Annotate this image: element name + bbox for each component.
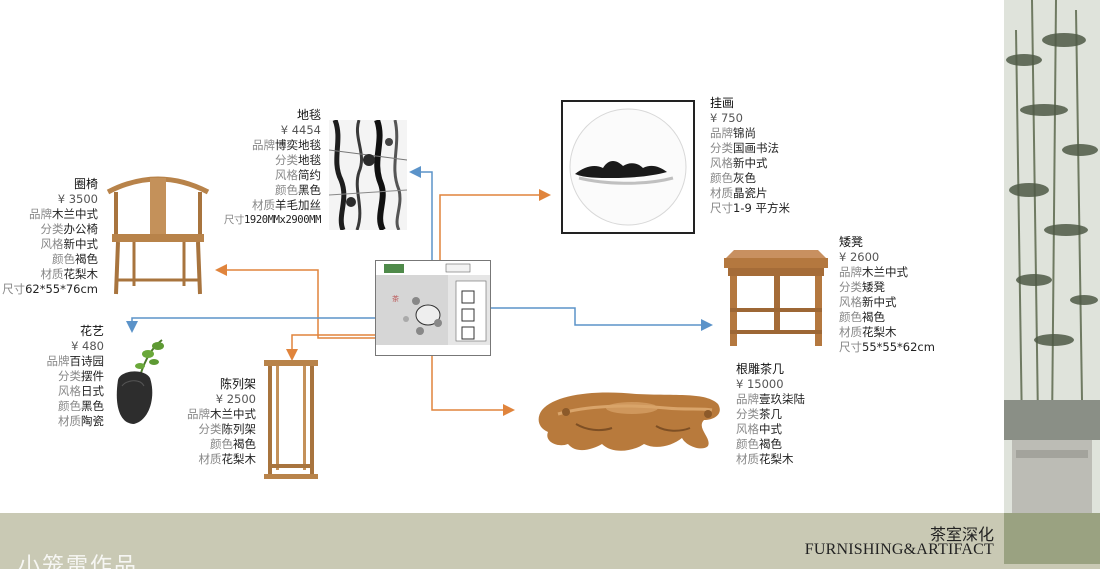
plant-spec: 花艺 ¥ 480 品牌百诗园 分类摆件 风格日式 颜色黑色 材质陶瓷 xyxy=(0,324,105,429)
chair-line: 颜色褐色 xyxy=(52,252,98,266)
footer-subtitle: FURNISHING&ARTIFACT xyxy=(804,541,994,558)
bamboo-garden-photo xyxy=(1004,0,1100,569)
chair-line: 尺寸62*55*76cm xyxy=(2,282,98,296)
rug-line: 颜色黑色 xyxy=(275,183,321,197)
stool-line: 分类矮凳 xyxy=(839,280,885,294)
stool-line: 风格新中式 xyxy=(839,295,897,309)
armchair-image xyxy=(104,170,212,300)
painting-line: 风格新中式 xyxy=(710,156,768,170)
stool-line: 品牌木兰中式 xyxy=(839,265,908,279)
painting-line: 颜色灰色 xyxy=(710,171,756,185)
chair-spec: 圈椅 ¥ 3500 品牌木兰中式 分类办公椅 风格新中式 颜色褐色 材质花梨木 … xyxy=(0,177,98,297)
plant-line: 分类摆件 xyxy=(58,369,104,383)
display-shelf-image xyxy=(262,360,320,484)
rug-price: ¥ 4454 xyxy=(280,123,321,137)
stool-line: 材质花梨木 xyxy=(839,325,897,339)
roottable-line: 风格中式 xyxy=(736,422,782,436)
connector-plant xyxy=(126,317,410,333)
shelf-line: 颜色褐色 xyxy=(210,437,256,451)
roottable-line: 颜色褐色 xyxy=(736,437,782,451)
roottable-spec: 根雕茶几 ¥ 15000 品牌壹玖柒陆 分类茶几 风格中式 颜色褐色 材质花梨木 xyxy=(736,362,805,467)
plant-line: 风格日式 xyxy=(58,384,104,398)
shelf-spec: 陈列架 ¥ 2500 品牌木兰中式 分类陈列架 颜色褐色 材质花梨木 xyxy=(150,377,256,467)
stool-line: 颜色褐色 xyxy=(839,310,885,324)
shelf-title: 陈列架 xyxy=(219,377,256,391)
footer-watermark: 小笼雷作品 xyxy=(18,554,139,579)
rug-line: 分类地毯 xyxy=(275,153,321,167)
stool-spec: 矮凳 ¥ 2600 品牌木兰中式 分类矮凳 风格新中式 颜色褐色 材质花梨木 尺… xyxy=(839,235,935,355)
footer-band xyxy=(0,513,1100,569)
connector-stool xyxy=(478,307,713,331)
shelf-price: ¥ 2500 xyxy=(215,392,256,406)
roottable-price: ¥ 15000 xyxy=(736,377,784,391)
rug-image xyxy=(329,120,407,230)
stool-title: 矮凳 xyxy=(839,235,864,249)
rug-line: 尺寸1920MMx2900MM xyxy=(223,214,322,226)
footer-accent-block xyxy=(1004,513,1100,564)
painting-spec: 挂画 ¥ 750 品牌锦尚 分类国画书法 风格新中式 颜色灰色 材质晶瓷片 尺寸… xyxy=(710,96,790,216)
rug-spec: 地毯 ¥ 4454 品牌博奕地毯 分类地毯 风格简约 颜色黑色 材质羊毛加丝 尺… xyxy=(205,108,322,228)
plant-line: 颜色黑色 xyxy=(58,399,104,413)
painting-line: 分类国画书法 xyxy=(710,141,779,155)
painting-line: 材质晶瓷片 xyxy=(710,186,768,200)
painting-price: ¥ 750 xyxy=(710,111,743,125)
plant-title: 花艺 xyxy=(79,324,104,338)
stool-line: 尺寸55*55*62cm xyxy=(839,340,935,354)
painting-line: 尺寸1-9 平方米 xyxy=(710,201,790,215)
plant-line: 材质陶瓷 xyxy=(58,414,104,428)
shelf-line: 材质花梨木 xyxy=(198,452,257,466)
painting-image xyxy=(561,100,695,234)
chair-price: ¥ 3500 xyxy=(57,192,98,206)
roottable-title: 根雕茶几 xyxy=(736,362,785,376)
floor-plan-thumbnail: 茶 xyxy=(375,260,491,356)
connector-roottable xyxy=(431,330,515,416)
connector-rug xyxy=(409,166,433,300)
painting-line: 品牌锦尚 xyxy=(710,126,756,140)
footer-title: 茶室深化 xyxy=(929,525,994,544)
root-carving-tea-table-image xyxy=(536,384,726,460)
chair-line: 风格新中式 xyxy=(40,237,99,251)
chair-line: 材质花梨木 xyxy=(40,267,99,281)
svg-text:茶: 茶 xyxy=(392,294,399,303)
chair-line: 分类办公椅 xyxy=(40,222,99,236)
plant-line: 品牌百诗园 xyxy=(46,354,105,368)
shelf-line: 品牌木兰中式 xyxy=(187,407,256,421)
painting-title: 挂画 xyxy=(710,96,735,110)
shelf-line: 分类陈列架 xyxy=(198,422,257,436)
stool-image xyxy=(718,248,834,352)
rug-line: 材质羊毛加丝 xyxy=(252,198,321,212)
plant-price: ¥ 480 xyxy=(71,339,104,353)
rug-line: 品牌博奕地毯 xyxy=(252,138,321,152)
chair-title: 圈椅 xyxy=(73,177,98,191)
flower-arrangement-image xyxy=(110,336,166,430)
connector-chair xyxy=(215,264,400,339)
roottable-line: 分类茶几 xyxy=(736,407,782,421)
rug-title: 地毯 xyxy=(296,108,321,122)
chair-line: 品牌木兰中式 xyxy=(29,207,98,221)
rug-line: 风格简约 xyxy=(275,168,321,182)
roottable-line: 材质花梨木 xyxy=(736,452,794,466)
roottable-line: 品牌壹玖柒陆 xyxy=(736,392,805,406)
stool-price: ¥ 2600 xyxy=(839,250,880,264)
